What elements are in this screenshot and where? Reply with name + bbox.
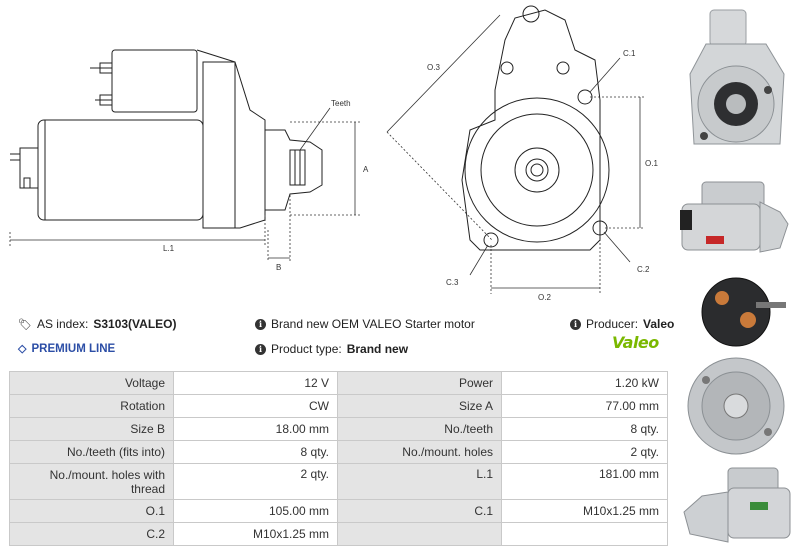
flange-circle bbox=[464, 97, 610, 243]
starter-dimension-drawing: Teeth A B L.1 O.3 C.1 O.1 C.3 C.2 O.2 bbox=[9, 5, 658, 302]
valeo-logo-text: Valeo bbox=[612, 333, 659, 352]
spec-label: Size B bbox=[9, 417, 174, 441]
as-index-value: S3103(VALEO) bbox=[93, 317, 177, 331]
dim-o3-label: O.3 bbox=[427, 63, 440, 72]
flange-outline bbox=[461, 9, 601, 251]
product-description: Brand new OEM VALEO Starter motor bbox=[271, 317, 475, 331]
tags-icon: 🏷 bbox=[18, 318, 32, 331]
spec-label: Voltage bbox=[9, 371, 174, 395]
mount-hole-c1 bbox=[577, 89, 593, 105]
product-photos bbox=[672, 0, 800, 560]
spec-label: No./mount. holes bbox=[337, 440, 502, 464]
table-row: Size B 18.00 mm No./teeth 8 qty. bbox=[9, 417, 668, 441]
spec-value: M10x1.25 mm bbox=[501, 499, 668, 523]
table-row: O.1 105.00 mm C.1 M10x1.25 mm bbox=[9, 499, 668, 523]
as-index-label: AS index: bbox=[36, 317, 89, 331]
photo-side-view[interactable] bbox=[676, 172, 796, 267]
spec-value: 18.00 mm bbox=[173, 417, 338, 441]
dim-o1-label: O.1 bbox=[645, 159, 658, 168]
spec-value: M10x1.25 mm bbox=[173, 522, 338, 546]
motor-body-outline bbox=[37, 119, 204, 221]
table-row: No./teeth (fits into) 8 qty. No./mount. … bbox=[9, 440, 668, 464]
spec-value: 2 qty. bbox=[501, 440, 668, 464]
photo-front-view[interactable] bbox=[676, 4, 796, 169]
spec-value: 12 V bbox=[173, 371, 338, 395]
spec-value: 1.20 kW bbox=[501, 371, 668, 395]
spec-label: Rotation bbox=[9, 394, 174, 418]
dim-b-label: B bbox=[276, 263, 281, 272]
valeo-logo: Valeo bbox=[612, 333, 668, 359]
premium-line-badge: ◇ PREMIUM LINE bbox=[18, 342, 116, 356]
specs-table: Voltage 12 V Power 1.20 kW Rotation CW S… bbox=[9, 371, 668, 546]
producer-label: Producer: bbox=[586, 317, 639, 331]
dim-o2-label: O.2 bbox=[538, 293, 551, 302]
spec-label: L.1 bbox=[337, 463, 502, 500]
as-index-row: 🏷 AS index: S3103(VALEO) bbox=[18, 317, 176, 331]
product-type-label: Product type: bbox=[271, 342, 342, 356]
info-icon: i bbox=[255, 343, 266, 355]
spec-label: No./mount. holes with thread bbox=[9, 463, 174, 500]
product-type-value: Brand new bbox=[346, 342, 409, 356]
spec-value: 8 qty. bbox=[501, 417, 668, 441]
spec-label: No./teeth (fits into) bbox=[9, 440, 174, 464]
spec-label: Power bbox=[337, 371, 502, 395]
photo-solenoid-view[interactable] bbox=[676, 272, 796, 352]
technical-drawing: Teeth A B L.1 O.3 C.1 O.1 C.3 C.2 O.2 bbox=[0, 0, 672, 305]
description-row: i Brand new OEM VALEO Starter motor bbox=[255, 317, 475, 331]
spec-value: 181.00 mm bbox=[501, 463, 668, 500]
producer-value: Valeo bbox=[643, 317, 675, 331]
dim-c2-label: C.2 bbox=[637, 265, 650, 274]
spec-value: 8 qty. bbox=[173, 440, 338, 464]
spec-label: C.2 bbox=[9, 522, 174, 546]
info-icon: i bbox=[570, 318, 581, 330]
spec-label: Size A bbox=[337, 394, 502, 418]
spec-value: CW bbox=[173, 394, 338, 418]
product-type-row: i Product type: Brand new bbox=[255, 342, 408, 356]
spec-label: O.1 bbox=[9, 499, 174, 523]
diamond-icon: ◇ bbox=[18, 343, 27, 355]
dim-a-label: A bbox=[363, 165, 369, 174]
spec-value: 77.00 mm bbox=[501, 394, 668, 418]
info-icon: i bbox=[255, 318, 266, 330]
spec-value: 2 qty. bbox=[173, 463, 338, 500]
spec-label bbox=[337, 522, 502, 546]
table-row: Voltage 12 V Power 1.20 kW bbox=[9, 371, 668, 395]
table-row: C.2 M10x1.25 mm bbox=[9, 522, 668, 546]
table-row: Rotation CW Size A 77.00 mm bbox=[9, 394, 668, 418]
photo-angle-view[interactable] bbox=[676, 462, 796, 556]
spec-value bbox=[501, 522, 668, 546]
spec-value: 105.00 mm bbox=[173, 499, 338, 523]
mount-hole-c3 bbox=[483, 232, 499, 248]
premium-line-label: PREMIUM LINE bbox=[31, 342, 116, 355]
dim-l1-label: L.1 bbox=[163, 244, 175, 253]
photo-rear-view[interactable] bbox=[676, 352, 796, 460]
product-info: 🏷 AS index: S3103(VALEO) i Brand new OEM… bbox=[0, 305, 674, 367]
producer-row: i Producer: Valeo bbox=[570, 317, 674, 331]
spec-label: No./teeth bbox=[337, 417, 502, 441]
dim-c3-label: C.3 bbox=[446, 278, 459, 287]
spec-label: C.1 bbox=[337, 499, 502, 523]
table-row: No./mount. holes with thread 2 qty. L.1 … bbox=[9, 463, 668, 500]
teeth-label: Teeth bbox=[331, 99, 351, 108]
solenoid-outline bbox=[111, 49, 198, 113]
dim-c1-label: C.1 bbox=[623, 49, 636, 58]
